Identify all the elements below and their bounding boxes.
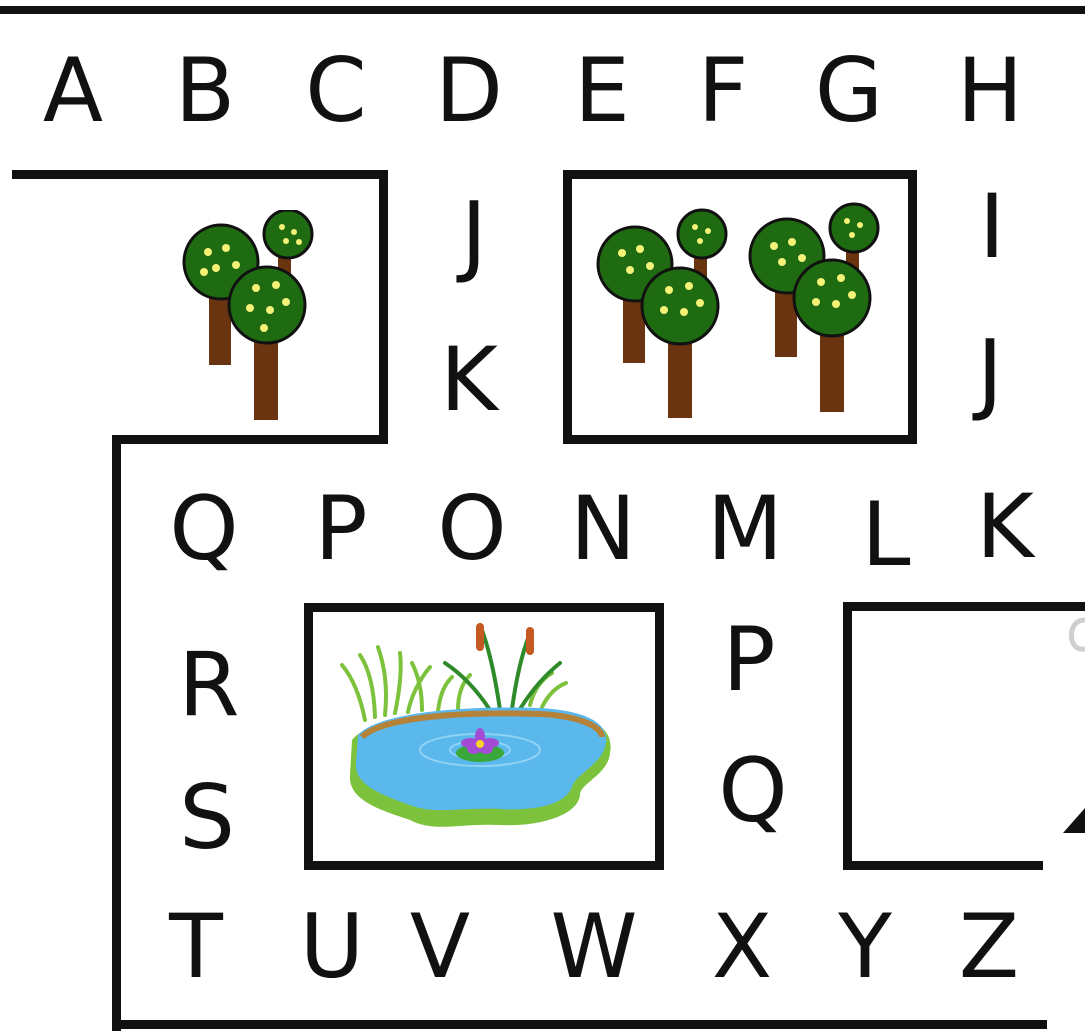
middle-letter-6: L bbox=[841, 480, 931, 590]
trees-icon bbox=[746, 202, 886, 417]
right-letter-1: I bbox=[947, 172, 1037, 282]
bottom-letter-7: Z bbox=[944, 892, 1034, 1002]
trees-icon bbox=[594, 208, 734, 423]
bottom-letter-6: Y bbox=[820, 892, 910, 1002]
corridor-letter-1: J bbox=[429, 180, 519, 290]
middle-letter-5: M bbox=[700, 474, 790, 584]
upper-left-wall-right bbox=[379, 170, 388, 442]
right-box-wall-left bbox=[843, 602, 852, 870]
corridor-letter-2: K bbox=[424, 325, 514, 435]
top-wall bbox=[0, 6, 1085, 14]
top-letter-6: F bbox=[678, 36, 768, 146]
bottom-wall bbox=[112, 1020, 1047, 1029]
arrow-icon bbox=[1060, 800, 1085, 840]
middle-letter-4: N bbox=[558, 474, 648, 584]
lower-left-letter-2: S bbox=[162, 763, 252, 873]
left-outer-wall bbox=[112, 435, 121, 1031]
right-letter-2: J bbox=[945, 318, 1035, 428]
trees-icon bbox=[178, 210, 318, 425]
lower-left-letter-1: R bbox=[164, 630, 254, 740]
upper-left-wall-top bbox=[12, 170, 388, 179]
top-letter-8: H bbox=[945, 36, 1035, 146]
bottom-letter-3: V bbox=[395, 892, 485, 1002]
top-letter-5: E bbox=[557, 36, 647, 146]
middle-letter-2: P bbox=[296, 474, 386, 584]
right-box-wall-top bbox=[843, 602, 1085, 611]
pond-icon bbox=[340, 615, 625, 840]
lower-center-letter-2: Q bbox=[708, 736, 798, 846]
partial-shape-icon bbox=[1066, 614, 1085, 654]
top-letter-2: B bbox=[160, 36, 250, 146]
top-letter-7: G bbox=[804, 36, 894, 146]
lower-center-letter-1: P bbox=[704, 605, 794, 715]
bottom-letter-1: T bbox=[151, 892, 241, 1002]
bottom-letter-4: W bbox=[549, 892, 639, 1002]
bottom-letter-5: X bbox=[697, 892, 787, 1002]
top-letter-3: C bbox=[291, 36, 381, 146]
middle-wall-top bbox=[112, 435, 388, 444]
top-letter-4: D bbox=[424, 36, 514, 146]
top-letter-1: A bbox=[28, 36, 118, 146]
middle-letter-1: Q bbox=[159, 474, 249, 584]
middle-letter-3: O bbox=[427, 474, 517, 584]
middle-letter-7: K bbox=[960, 472, 1050, 582]
bottom-letter-2: U bbox=[287, 892, 377, 1002]
right-box-wall-bottom bbox=[843, 861, 1043, 870]
